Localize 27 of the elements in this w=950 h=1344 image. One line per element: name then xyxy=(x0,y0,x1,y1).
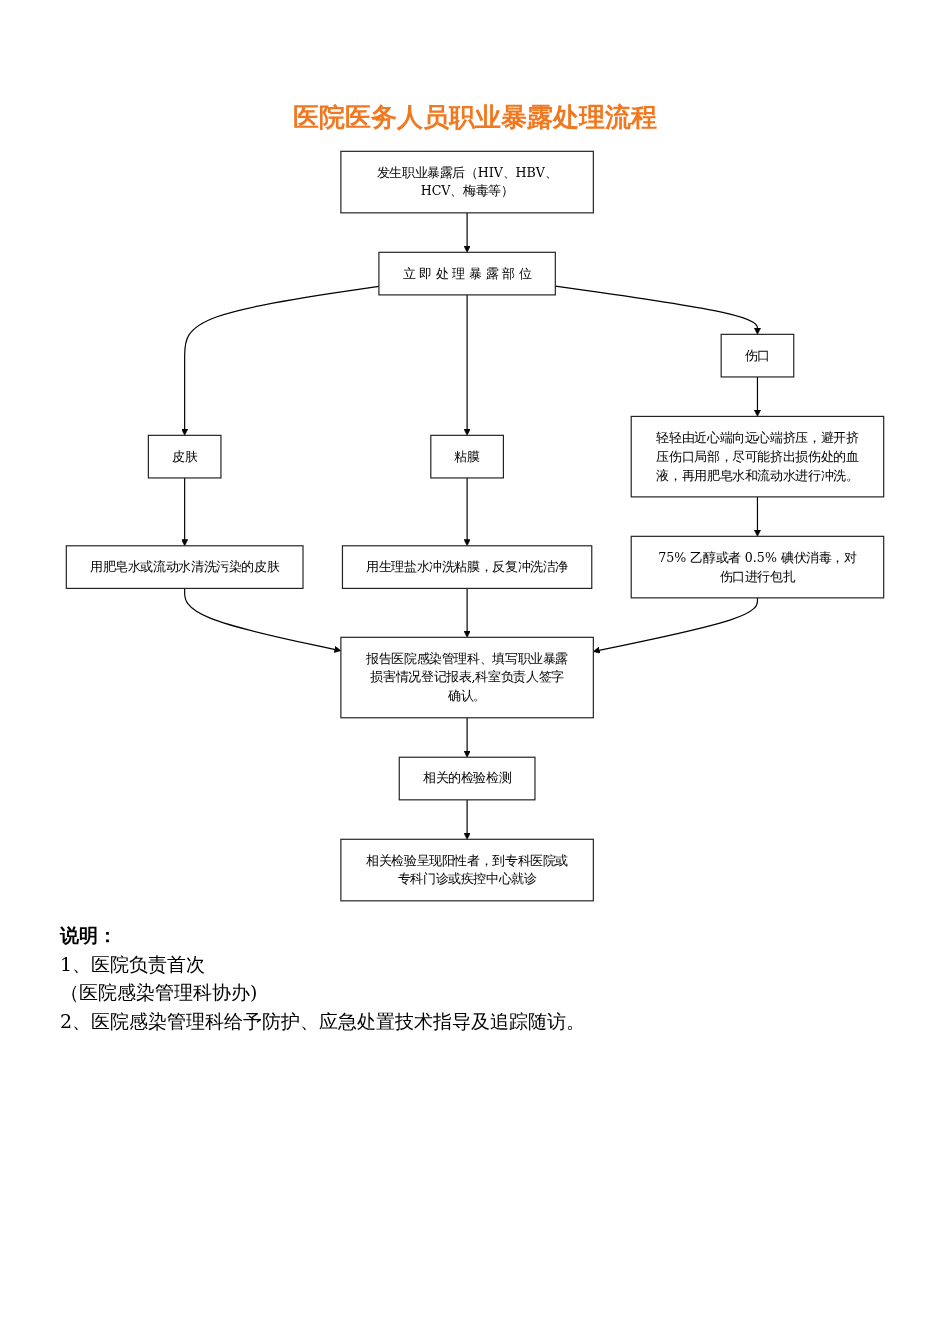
node-box: 伤口 xyxy=(720,333,795,378)
node-box: 轻轻由近心端向远心端挤压，避开挤压伤口局部，尽可能挤出损伤处的血液，再用肥皂水和流动水进行冲洗。 xyxy=(630,415,885,498)
node-box: 粘膜 xyxy=(430,434,504,479)
arrow xyxy=(754,376,761,417)
node-box: 75% 乙醇或者 0.5% 碘伏消毒，对伤口进行包扎 xyxy=(630,535,885,599)
arrow xyxy=(463,799,471,840)
arrow xyxy=(463,717,471,758)
node-box: 相关的检验检测 xyxy=(398,756,536,801)
arrow xyxy=(593,597,759,654)
node-box: 相关检验呈现阳性者，到专科医院或专科门诊或疾控中心就诊 xyxy=(340,838,594,902)
node-box: 皮肤 xyxy=(147,434,222,479)
arrow xyxy=(463,477,471,547)
node-box: 发生职业暴露后（HIV、HBV、HCV、梅毒等） xyxy=(340,150,594,214)
note-text: 1、医院负责首次 xyxy=(60,951,207,977)
arrow xyxy=(181,477,189,547)
note-text: （医院感染管理科协办) xyxy=(60,980,259,1006)
node-box: 立 即 处 理 暴 露 部 位 xyxy=(378,251,556,296)
arrow xyxy=(754,496,761,537)
note-text: 说明： xyxy=(60,923,118,949)
note-text: 2、医院感染管理科给予防护、应急处置技术指导及追踪随访。 xyxy=(60,1008,587,1034)
arrow xyxy=(463,587,471,638)
node-box: 用生理盐水冲洗粘膜，反复冲洗洁净 xyxy=(341,545,593,589)
title: 医院医务人员职业暴露处理流程 xyxy=(292,101,658,134)
node-box: 用肥皂水或流动水清洗污染的皮肤 xyxy=(65,545,304,589)
arrow xyxy=(463,294,471,436)
arrow xyxy=(463,212,471,253)
node-box: 报告医院感染管理科、填写职业暴露损害情况登记报表,科室负责人签字确认。 xyxy=(340,636,594,719)
